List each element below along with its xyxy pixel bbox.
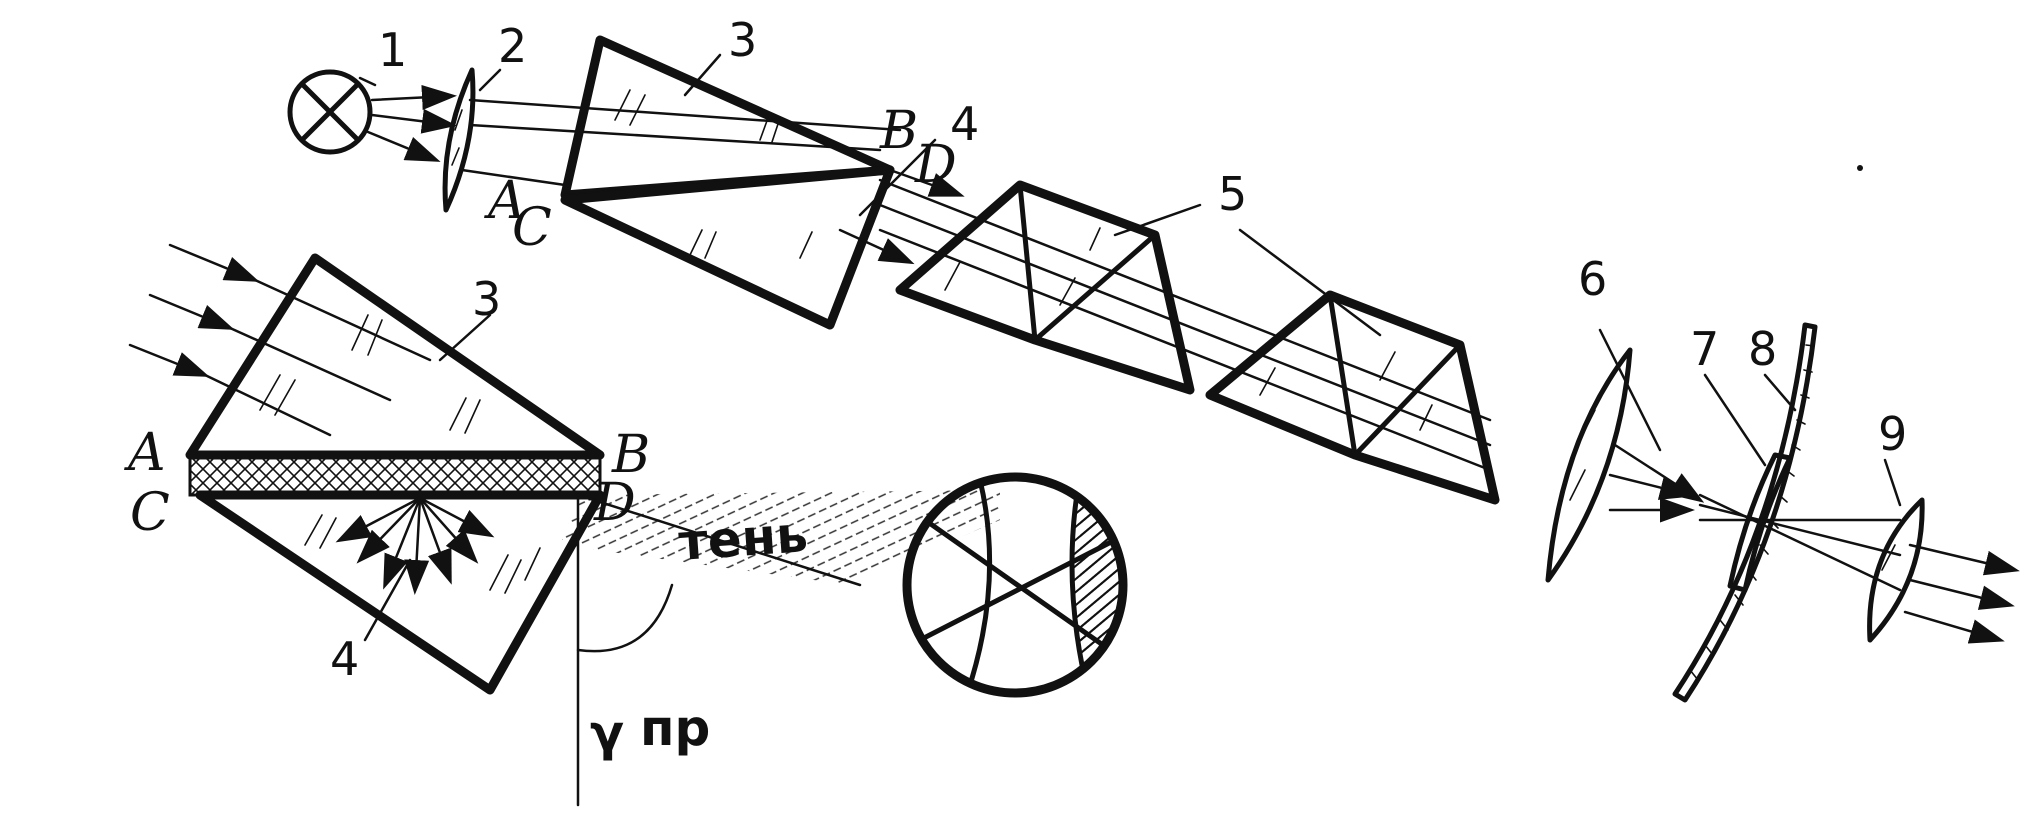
detail-liquid-layer (188, 453, 602, 497)
label-9: 9 (1878, 407, 1907, 461)
leader-3-bottom (438, 313, 492, 362)
source-rays (366, 85, 457, 162)
limiting-angle (576, 493, 862, 807)
output-rays (1903, 543, 2020, 644)
label-4-top: 4 (950, 97, 979, 151)
detail-measuring-prism (195, 490, 605, 695)
label-D-bottom: D (593, 473, 636, 533)
leader-2 (478, 68, 502, 92)
rays-to-prisms (460, 98, 902, 187)
leader-8 (1763, 373, 1797, 412)
label-8: 8 (1748, 322, 1777, 376)
label-C-bottom: C (130, 483, 170, 543)
label-7: 7 (1690, 322, 1719, 376)
label-A-bottom: A (124, 423, 166, 483)
field-of-view (902, 472, 1128, 698)
objective-lens (1545, 347, 1633, 583)
leader-3-top (683, 53, 722, 97)
label-gamma: γ (590, 704, 624, 762)
scattered-rays (335, 496, 495, 595)
label-2: 2 (498, 19, 527, 73)
measurement-scale (1672, 322, 1818, 703)
leader-5b (1238, 228, 1382, 337)
measuring-prism-top (560, 165, 895, 330)
label-5: 5 (1218, 167, 1247, 221)
detail-illuminating-prism (185, 253, 605, 460)
label-6: 6 (1578, 252, 1607, 306)
label-B-bottom: B (611, 425, 650, 485)
speck (1857, 165, 1863, 171)
leader-5a (1113, 203, 1202, 237)
amici-prism-2 (1205, 290, 1500, 505)
converging-rays (1608, 443, 1902, 592)
amici-prism-1 (895, 180, 1195, 395)
label-1: 1 (378, 23, 407, 77)
leader-9 (1883, 458, 1902, 507)
leader-7 (1703, 373, 1767, 467)
label-4-bottom: 4 (330, 632, 359, 686)
label-D-top: D (914, 135, 957, 195)
label-A-top: A (484, 171, 526, 231)
label-3-top: 3 (728, 13, 757, 67)
shadow-region (560, 490, 1000, 585)
label-3-bottom: 3 (472, 272, 501, 326)
leader-4-top (858, 138, 937, 217)
label-C-top: C (512, 198, 552, 258)
leader-6 (1598, 328, 1662, 452)
leader-1 (358, 76, 377, 87)
label-gamma-sub: пр (640, 699, 710, 757)
label-B-top: B (879, 101, 918, 161)
label-shadow: тень (677, 505, 810, 572)
light-source-lamp (287, 69, 373, 155)
detail-incident-rays (128, 243, 432, 437)
leader-4-bottom (363, 558, 412, 642)
condenser-lens (442, 67, 476, 213)
